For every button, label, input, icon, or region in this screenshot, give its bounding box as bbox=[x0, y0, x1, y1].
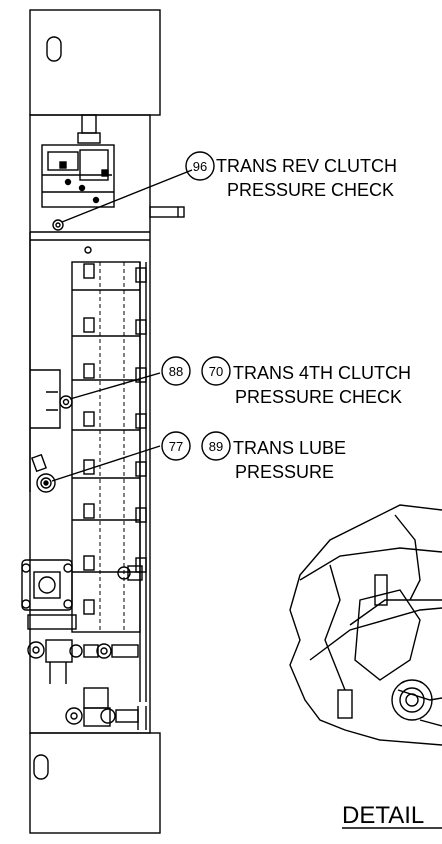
lube-pressure-port bbox=[36, 473, 56, 493]
top-mounting-plate bbox=[29, 9, 161, 116]
callout-number-77: 77 bbox=[169, 439, 183, 454]
rev-clutch-label-line-1: TRANS REV CLUTCH bbox=[216, 156, 397, 176]
callout-number-89: 89 bbox=[209, 439, 223, 454]
left-bolt-column bbox=[83, 263, 95, 615]
bottom-slot-hole bbox=[33, 754, 49, 780]
detail-label: DETAIL bbox=[342, 802, 424, 829]
rev-clutch-check-port bbox=[52, 219, 64, 231]
bottom-mounting-plate bbox=[29, 732, 161, 834]
detail-view bbox=[289, 504, 442, 746]
lower-manifold bbox=[21, 559, 73, 611]
top-valve-body bbox=[41, 144, 115, 208]
4th-clutch-check-port bbox=[59, 395, 73, 409]
callout-number-88: 88 bbox=[169, 364, 183, 379]
callout-number-96: 96 bbox=[193, 159, 207, 174]
callout-circle-89 bbox=[201, 431, 231, 461]
callout-circle-77 bbox=[161, 431, 191, 461]
4th-clutch-label-line-2: PRESSURE CHECK bbox=[235, 387, 402, 407]
lower-fittings-row-1 bbox=[27, 614, 139, 684]
lube-label-line-1: TRANS LUBE bbox=[233, 438, 346, 458]
callout-circle-88 bbox=[161, 356, 191, 386]
rev-clutch-label-line-2: PRESSURE CHECK bbox=[227, 180, 394, 200]
lower-fittings-row-2 bbox=[65, 687, 147, 730]
callout-circle-70 bbox=[201, 356, 231, 386]
top-slot-hole bbox=[46, 36, 62, 62]
lube-label-line-2: PRESSURE bbox=[235, 462, 334, 482]
4th-clutch-label-line-1: TRANS 4TH CLUTCH bbox=[233, 363, 411, 383]
callout-number-70: 70 bbox=[209, 364, 223, 379]
callout-circle-96 bbox=[185, 151, 215, 181]
right-bolt-column bbox=[135, 267, 147, 573]
valve-stack bbox=[71, 261, 141, 633]
